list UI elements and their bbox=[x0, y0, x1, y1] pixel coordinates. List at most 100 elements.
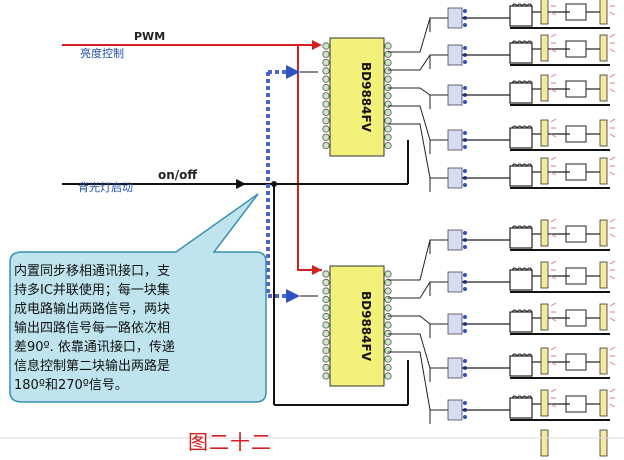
output-fan-line bbox=[388, 351, 448, 411]
chip-pin bbox=[322, 363, 330, 372]
driver-node bbox=[463, 9, 467, 13]
chip-pin bbox=[384, 270, 392, 278]
callout-text: 内置同步移相通讯接口，支 持多IC并联使用；每一块集 成电路输出两路信号，两块 … bbox=[14, 262, 254, 395]
transformer-coil bbox=[526, 40, 533, 44]
lamp bbox=[540, 347, 549, 375]
lamp bbox=[599, 34, 608, 62]
output-fan-line bbox=[388, 17, 448, 53]
lamp bbox=[599, 429, 608, 457]
output-fan-line bbox=[388, 123, 448, 179]
lamp-glow bbox=[550, 118, 557, 138]
chip-upper bbox=[322, 37, 392, 157]
lamp-glow bbox=[550, 260, 557, 280]
output-stages bbox=[388, 0, 616, 457]
output-fan-line bbox=[388, 333, 448, 369]
transformer-coil bbox=[511, 395, 518, 399]
transformer-coil bbox=[521, 125, 528, 129]
chip-pin bbox=[384, 133, 392, 141]
chip-pin bbox=[322, 372, 330, 380]
transformer-coil bbox=[526, 309, 533, 313]
transformer-coil bbox=[526, 267, 533, 271]
chip-pin bbox=[384, 92, 392, 100]
chip-pin bbox=[384, 287, 392, 295]
lamp-glow bbox=[550, 156, 557, 176]
lamp-glow bbox=[550, 388, 557, 408]
lamp-glow bbox=[609, 73, 616, 93]
transformer-coil bbox=[521, 163, 528, 167]
transformer-coil bbox=[526, 80, 533, 84]
transformer-coil bbox=[516, 309, 523, 313]
lamp bbox=[540, 0, 549, 25]
chip-pin bbox=[322, 338, 330, 346]
transformer bbox=[509, 355, 533, 377]
chip-pin bbox=[384, 42, 392, 50]
onoff-line bbox=[62, 140, 409, 406]
lamp-glow bbox=[550, 302, 557, 322]
output-fan-line bbox=[388, 281, 448, 299]
driver-block bbox=[447, 84, 463, 106]
chip-pin bbox=[384, 50, 392, 58]
chip-pin bbox=[322, 142, 330, 150]
chip-pin bbox=[384, 355, 392, 363]
driver-node bbox=[463, 100, 467, 104]
transformer-coil bbox=[526, 353, 533, 357]
driver-node bbox=[463, 169, 467, 173]
chip-pin bbox=[322, 100, 330, 108]
callout-line: 持多IC并联使用；每一块集 bbox=[14, 283, 170, 298]
chip-pin bbox=[322, 270, 330, 278]
driver-node bbox=[463, 60, 467, 64]
chip-pin bbox=[384, 117, 392, 125]
transformer-coil bbox=[516, 80, 523, 84]
chip-pin bbox=[322, 42, 330, 50]
driver-node bbox=[463, 401, 467, 405]
transformer-coil bbox=[516, 40, 523, 44]
transformer-coil bbox=[511, 225, 518, 229]
chip-pin bbox=[322, 278, 330, 287]
output-fan-line bbox=[388, 54, 448, 71]
lamp bbox=[540, 303, 549, 331]
chip-pin bbox=[322, 58, 330, 67]
driver-node bbox=[463, 373, 467, 377]
driver-node bbox=[463, 46, 467, 50]
transformer-coil bbox=[526, 125, 533, 129]
label-on-off: on/off bbox=[158, 168, 197, 182]
transformer-coil bbox=[521, 80, 528, 84]
callout-bubble bbox=[9, 193, 267, 403]
lamp-glow bbox=[609, 118, 616, 138]
transformer-coil bbox=[521, 395, 528, 399]
callout-line: 信息控制第二块输出两路是 bbox=[14, 359, 171, 374]
transformer bbox=[509, 227, 533, 249]
lamp-glow bbox=[550, 218, 557, 238]
callout-line: 内置同步移相通讯接口，支 bbox=[14, 264, 171, 279]
transformer-coil bbox=[516, 353, 523, 357]
chip-pin bbox=[384, 67, 392, 75]
lamp bbox=[599, 219, 608, 247]
chip-pin bbox=[384, 75, 392, 83]
transformer-coil bbox=[511, 40, 518, 44]
transformer-coil bbox=[516, 125, 523, 129]
driver-block bbox=[447, 44, 463, 66]
transformer-coil bbox=[526, 225, 533, 229]
driver-node bbox=[463, 273, 467, 277]
lamp-glow bbox=[609, 156, 616, 176]
driver-node bbox=[463, 131, 467, 135]
chip-pin bbox=[322, 304, 330, 312]
chip-pin bbox=[384, 278, 392, 287]
lamp bbox=[599, 119, 608, 147]
chip-pin bbox=[322, 321, 330, 329]
lamp-glow bbox=[550, 33, 557, 53]
driver-block bbox=[447, 129, 463, 151]
lamp-glow bbox=[609, 0, 616, 16]
lamp-glow bbox=[609, 346, 616, 366]
driver-node bbox=[463, 145, 467, 149]
chip-upper-label: BD9884FV bbox=[359, 62, 373, 133]
transformer-coil bbox=[511, 353, 518, 357]
chip-pin bbox=[322, 50, 330, 58]
transformer-coil bbox=[511, 267, 518, 271]
transformer-coil bbox=[516, 395, 523, 399]
lamp bbox=[540, 119, 549, 147]
lamp bbox=[540, 219, 549, 247]
lamp bbox=[540, 34, 549, 62]
